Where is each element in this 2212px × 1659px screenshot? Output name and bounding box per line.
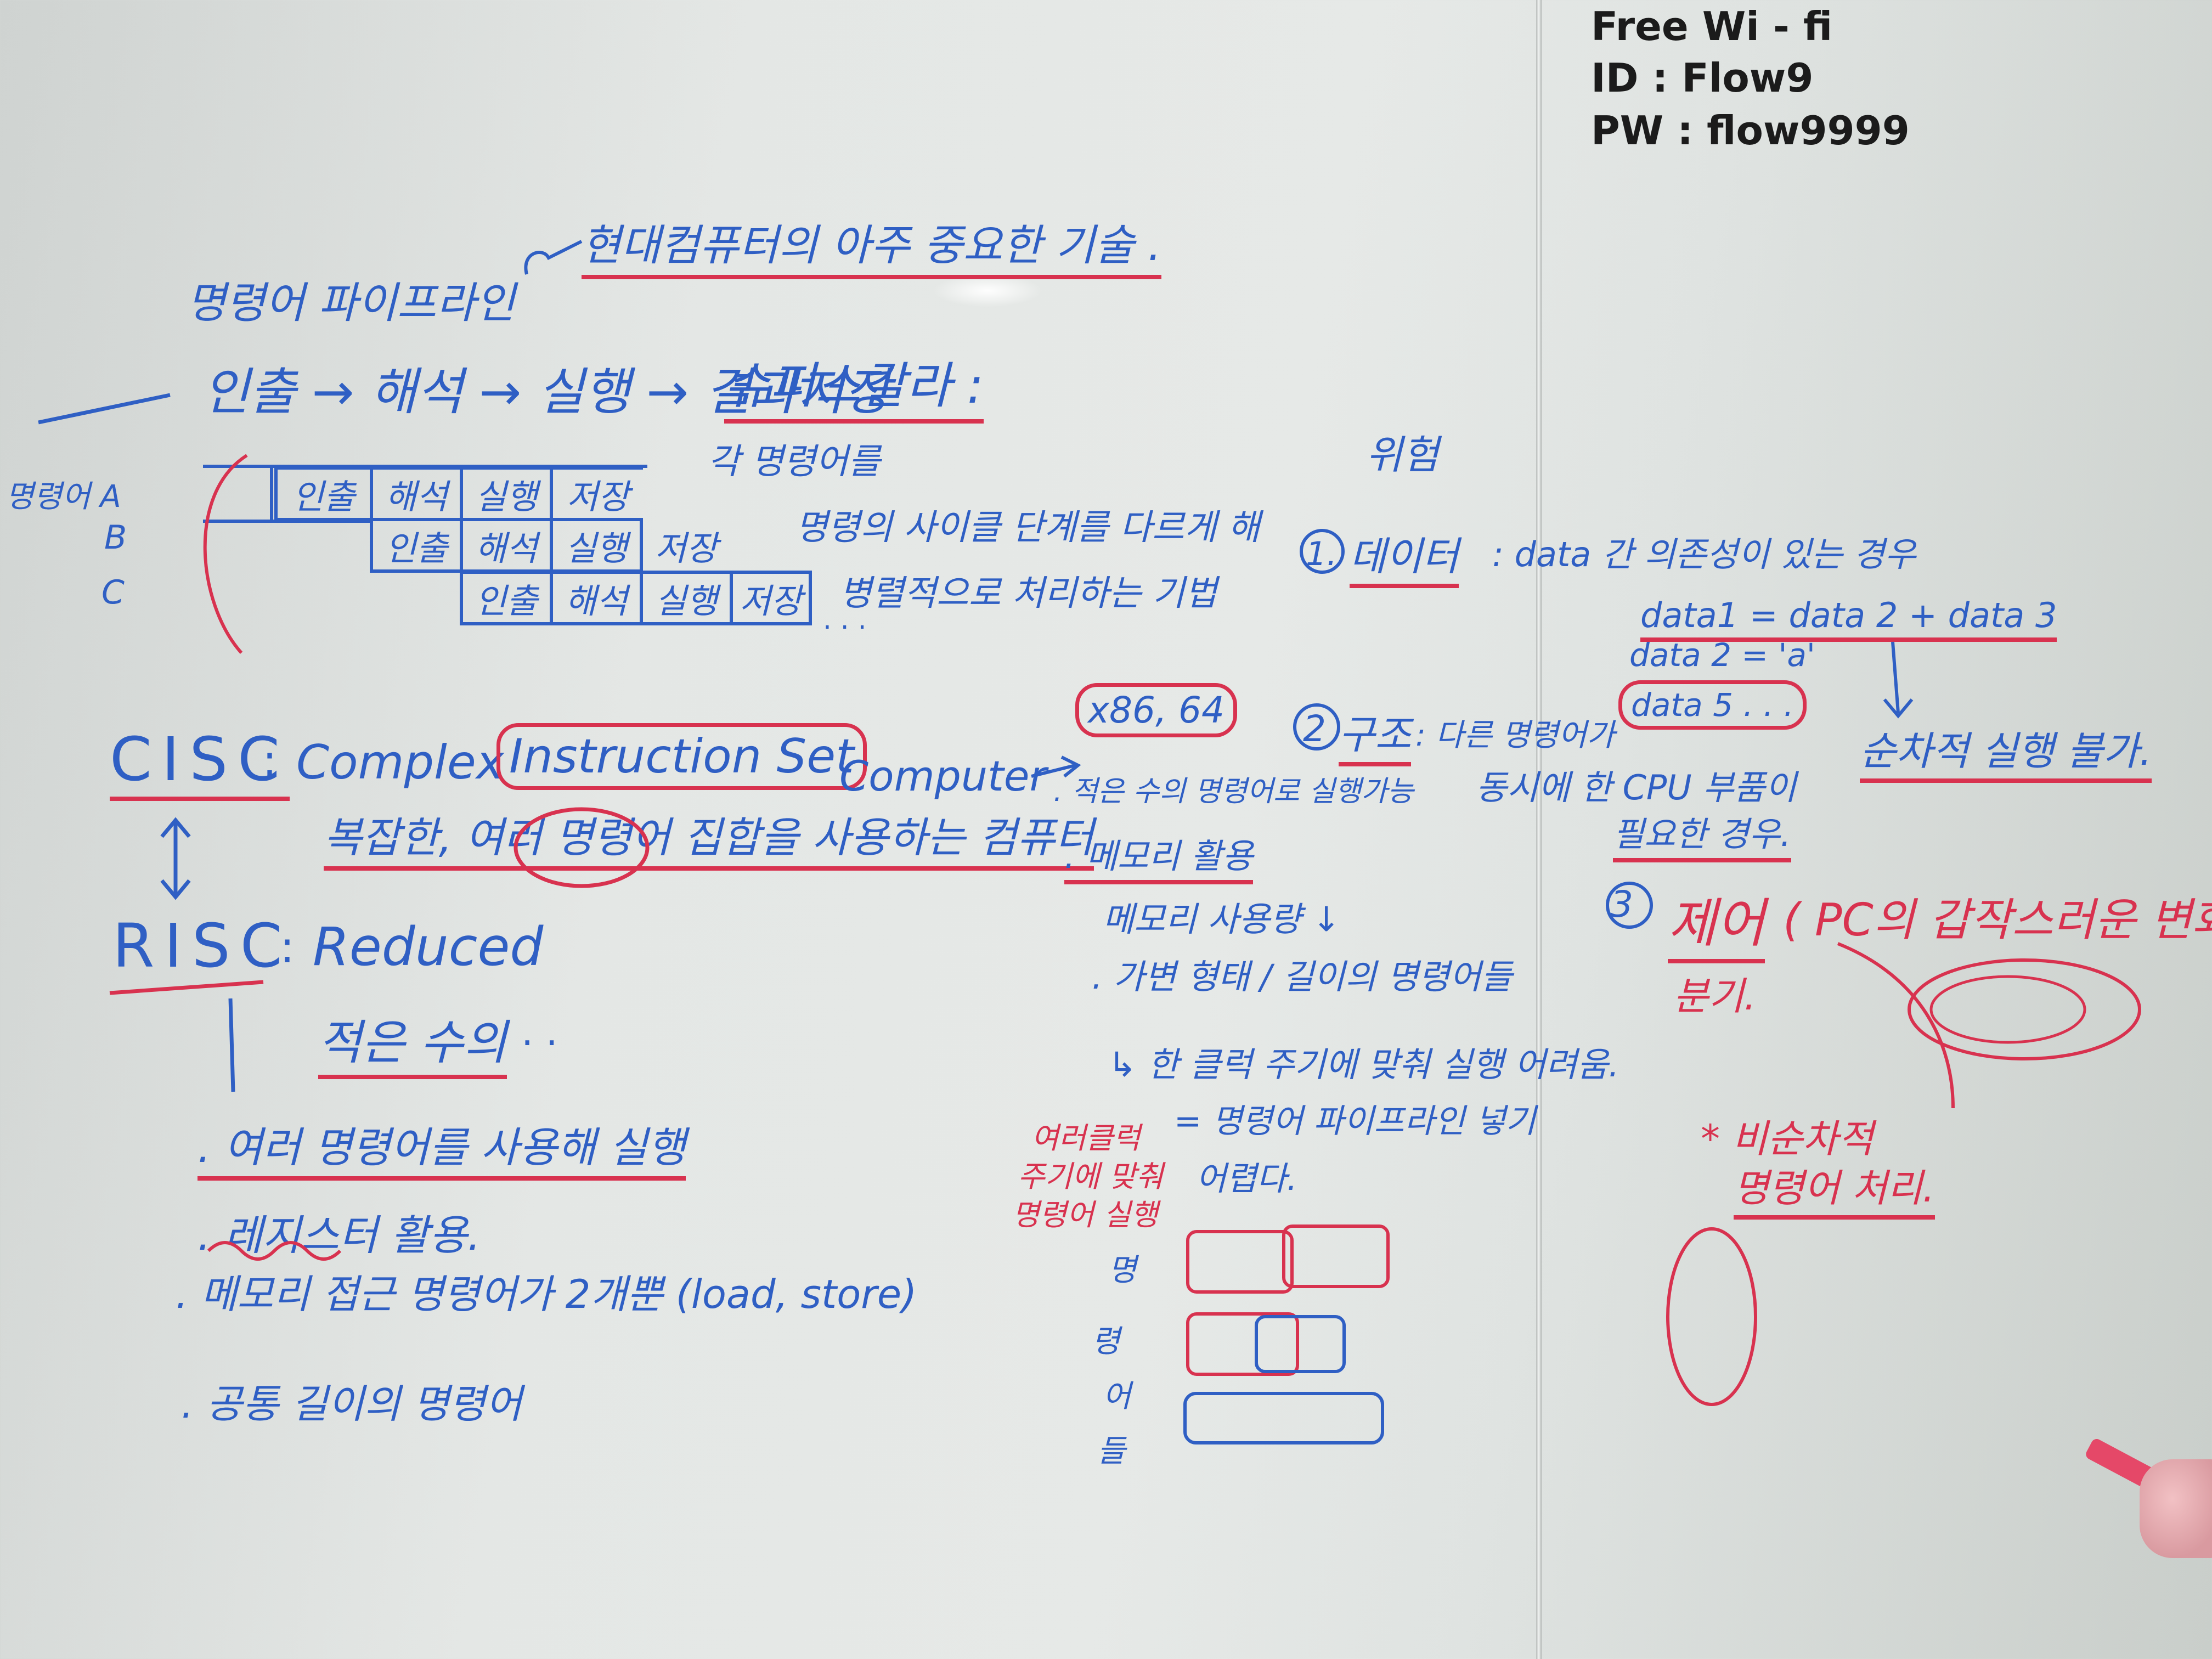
hazard-3-note-1: * 비순차적 [1701,1116,1874,1161]
code-line-1: data1 = data 2 + data 3 [1640,595,2057,642]
data-arrow [1883,641,1914,719]
cisc-note-3: 메모리 사용량 ↓ [1103,899,1341,939]
code-line-2: data 2 = 'a' [1629,636,1815,674]
row-c-cell-2: 해석 [550,571,643,625]
hazard-2-circle [1293,703,1340,751]
cisc-note-2: . 메모리 활용 [1064,828,1254,884]
cisc-note-1: . 적은 수의 명령어로 실행가능 [1053,775,1414,808]
pipeline-desc-2: 명령의 사이클 단계를 다르게 해 [795,507,1260,548]
hand-finger [2140,1459,2212,1558]
red-arc-left [203,454,248,654]
red-note-line-3: 명령어 실행 [1012,1198,1158,1232]
risc-reduced: Reduced [313,916,544,978]
hazard-3-note-2: 명령어 처리. [1734,1158,1935,1220]
risc-underline [109,980,264,995]
red-oval-bottom [1666,1227,1757,1406]
row-label-a: 명령어 A [5,479,121,515]
pipeline-ellipsis: . . . [823,603,867,635]
cisc-computer: Computer [839,752,1047,800]
cisc-note-4: . 가변 형태 / 길이의 명령어들 [1092,957,1513,997]
hazard-2-desc-2: 동시에 한 CPU 부품이 [1476,768,1797,808]
block-row-1b [1282,1224,1390,1288]
block-row-3 [1183,1392,1384,1444]
cisc-colon: : [262,735,277,786]
pipeline-note: 현대컴퓨터의 아주 중요한 기술 . [582,211,1161,279]
red-squiggle [207,1241,342,1261]
dash-stroke [38,393,171,425]
risc-note-4: . 공통 길이의 명령어 [181,1381,522,1427]
hazard-3-branch: 분기. [1673,974,1757,1019]
code-result: 순차적 실행 불가. [1860,719,2152,783]
board-seam [1536,0,1542,1659]
cisc-note-7: 어렵다. [1196,1160,1297,1198]
hazard-2-name: 구조 [1339,702,1412,766]
cisc-complex: Complex [296,735,504,790]
risc-note-3: . 메모리 접근 명령어가 2개뿐 (load, store) [176,1271,917,1317]
hazard-2-desc-3: 필요한 경우. [1613,806,1791,862]
hazard-1-num: 1. [1306,535,1338,573]
row-c-cell-3: 실행 [640,571,733,625]
hazard-2-desc: : 다른 명령어가 [1415,718,1615,753]
vertical-char-1: 명 [1108,1252,1137,1288]
pipeline-desc-3: 병렬적으로 처리하는 기법 [839,573,1217,614]
row-label-b: B [104,518,127,557]
red-note-line-2: 주기에 맞춰 [1018,1159,1164,1194]
red-oval-branch-inner [1929,975,2086,1044]
risc-note-1: . 여러 명령어를 사용해 실행 [198,1114,686,1181]
row-c-cell-4: 저장 [730,571,812,625]
red-circle-instr [514,807,650,888]
risc-dots: . . [521,1009,558,1054]
light-glare [933,274,1042,307]
risc-few: 적은 수의 [318,1004,507,1079]
red-oval-branch [1908,958,2141,1060]
cisc-instruction-set: Instruction Set [496,723,867,790]
wifi-line-1: Free Wi - fi [1591,3,1833,49]
pipeline-title: 명령어 파이프라인 [187,279,515,328]
red-branch-curve [1837,942,1955,1109]
risc-bar [228,998,235,1092]
hazard-3-circle [1606,882,1653,929]
cisc-note-5: ↳ 한 클럭 주기에 맞춰 실행 어려움. [1108,1045,1620,1085]
cisc-korean: 복잡한, 여러 명령어 집합을 사용하는 컴퓨터 [324,804,1094,871]
computer-arrow [1031,755,1081,778]
risc-colon: : [280,922,295,973]
block-row-2b [1255,1315,1346,1373]
hazard-3-name: 제어 [1668,881,1765,963]
row-label-c: C [101,573,125,612]
hazard-2-num: 2 [1303,708,1326,750]
vertical-char-3: 어 [1103,1379,1131,1414]
hazard-title: 위험 [1366,432,1439,478]
row-c-cell-1: 인출 [460,571,553,625]
cisc-arch: x86, 64 [1075,683,1237,737]
risc-label: RISC [112,911,292,981]
wifi-line-2: ID : Flow9 [1591,55,1814,101]
hazard-1-desc: : data 간 의존성이 있는 경우 [1492,534,1916,574]
block-row-2a [1186,1312,1299,1376]
cisc-label: CISC [110,724,290,801]
pipeline-stages: 인출 → 해석 → 실행 → 결과저장 [203,363,891,421]
hazard-1-circle [1300,529,1345,574]
note-arrow [524,240,583,275]
code-line-3: data 5 . . . [1618,680,1807,730]
vertical-char-2: 령 [1092,1324,1120,1359]
pipeline-desc-1: 각 명령어를 [708,442,881,482]
wifi-line-3: PW : flow9999 [1591,108,1910,154]
hazard-3-desc: ( PC의 갑작스러운 변화 ) [1783,894,2212,946]
red-note-line-1: 여러클럭 [1031,1121,1141,1155]
cisc-note-6: = 명령어 파이프라인 넣기 [1174,1102,1536,1141]
cisc-risc-arrow [160,817,191,900]
row-b-cell-3: 실행 [550,518,643,573]
vertical-char-4: 들 [1097,1434,1126,1469]
superscalar-label: 슈퍼스칼라 : [724,346,984,424]
row-b-cell-4: 저장 [654,528,718,568]
hazard-1-name: 데이터 [1350,524,1459,588]
block-row-1a [1186,1230,1294,1294]
